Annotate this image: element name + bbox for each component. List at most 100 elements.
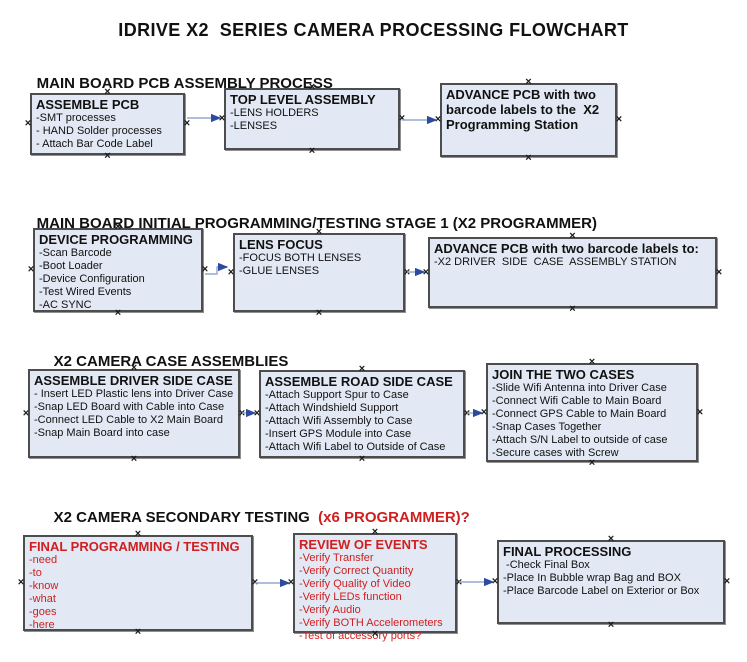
box-item: -need [29, 554, 58, 566]
box-item-list: - Insert LED Plastic lens into Driver Ca… [34, 388, 234, 440]
box-item: -Slide Wifi Antenna into Driver Case [492, 382, 667, 394]
box-item: -Verify Audio [299, 604, 361, 616]
box-item: -know [29, 580, 59, 592]
box-item: -Scan Barcode [39, 247, 112, 259]
flow-box-join-the-two-cases[interactable]: JOIN THE TWO CASES -Slide Wifi Antenna i… [481, 357, 703, 469]
anchor-handle-icon: × [588, 457, 596, 469]
box-item: -SMT processes [36, 112, 116, 124]
anchor-handle-icon: × [227, 266, 235, 278]
box-item: -Verify Transfer [299, 552, 374, 564]
anchor-handle-icon: × [588, 356, 596, 368]
box-item: -Snap LED Board with Cable into Case [34, 401, 225, 413]
box-title: ADVANCE PCB with two barcode labels to t… [446, 87, 603, 132]
anchor-handle-icon: × [398, 112, 406, 125]
flow-box-review-of-events[interactable]: REVIEW OF EVENTS -Verify Transfer -Verify… [288, 527, 462, 643]
anchor-handle-icon: × [104, 150, 111, 162]
box-item-list: -LENS HOLDERS-LENSES [230, 107, 394, 133]
anchor-handle-icon: × [238, 407, 246, 419]
box-title: ASSEMBLE PCB [36, 97, 140, 112]
box-title: TOP LEVEL ASSEMBLY [230, 92, 376, 107]
section-heading-secondary-testing: X2 CAMERA SECONDARY TESTING (x6 PROGRAMM… [37, 492, 470, 543]
box-item: -LENS HOLDERS [230, 107, 319, 119]
box-item: -Verify Quality of Video [299, 578, 411, 590]
box-item: -Boot Loader [39, 260, 103, 272]
anchor-handle-icon: × [218, 112, 226, 125]
box-item-list: -Slide Wifi Antenna into Driver Case-Con… [492, 382, 692, 460]
section-heading-pcb-assembly: MAIN BOARD PCB ASSEMBLY PROCESS [20, 58, 333, 109]
box-title: DEVICE PROGRAMMING [39, 232, 193, 247]
anchor-handle-icon: × [27, 263, 35, 276]
box-item: - Attach Bar Code Label [36, 138, 153, 150]
box-item: -Verify LEDs function [299, 591, 402, 603]
anchor-handle-icon: × [715, 266, 723, 278]
section-heading-text: MAIN BOARD INITIAL PROGRAMMING/TESTING S… [36, 215, 597, 232]
box-title: FINAL PROGRAMMING / TESTING [29, 539, 240, 554]
box-item: -Check Final Box [503, 559, 590, 571]
flow-box-lens-focus[interactable]: LENS FOCUS -FOCUS BOTH LENSES-GLUE LENSE… [228, 227, 410, 319]
flow-box-advance-pcb-case-assembly[interactable]: ADVANCE PCB with two barcode labels to: … [423, 231, 722, 315]
anchor-handle-icon: × [22, 407, 30, 419]
box-item: -Attach S/N Label to outside of case [492, 434, 668, 446]
box-title: LENS FOCUS [239, 237, 323, 252]
anchor-handle-icon: × [723, 575, 731, 588]
section-heading-text: MAIN BOARD PCB ASSEMBLY PROCESS [36, 75, 333, 92]
anchor-handle-icon: × [696, 406, 704, 418]
box-item-list: -FOCUS BOTH LENSES-GLUE LENSES [239, 252, 399, 278]
anchor-handle-icon: × [17, 576, 25, 589]
anchor-handle-icon: × [201, 263, 209, 276]
box-title: FINAL PROCESSING [503, 544, 632, 559]
box-item: -Place Barcode Label on Exterior or Box [503, 585, 700, 597]
flow-box-final-programming-testing[interactable]: FINAL PROGRAMMING / TESTING -need-to-kno… [18, 529, 258, 638]
anchor-handle-icon: × [24, 117, 32, 130]
box-item: -to [29, 567, 42, 579]
section-heading-red-text: (x6 PROGRAMMER)? [318, 509, 470, 526]
flow-box-assemble-driver-side-case[interactable]: ASSEMBLE DRIVER SIDE CASE - Insert LED P… [23, 363, 245, 465]
anchor-handle-icon: × [615, 113, 623, 126]
anchor-handle-icon: × [358, 363, 366, 375]
flow-box-final-processing[interactable]: FINAL PROCESSING -Check Final Box-Place … [492, 534, 730, 631]
box-item-list: -need-to-know-what-goes-here [29, 554, 247, 632]
anchor-handle-icon: × [607, 533, 615, 545]
box-item: -Device Configuration [39, 273, 145, 285]
anchor-handle-icon: × [480, 406, 488, 418]
box-item: -Insert GPS Module into Case [265, 428, 412, 440]
box-item: -goes [29, 606, 57, 618]
anchor-handle-icon: × [130, 453, 138, 465]
box-item-list: -Attach Support Spur to Case-Attach Wind… [265, 389, 459, 454]
box-item: -Secure cases with Screw [492, 447, 619, 459]
box-title: ASSEMBLE DRIVER SIDE CASE [34, 373, 233, 388]
box-item: - Insert LED Plastic lens into Driver Ca… [34, 388, 234, 400]
box-item: -Attach Wifi Assembly to Case [265, 415, 413, 427]
anchor-handle-icon: × [434, 113, 442, 126]
anchor-handle-icon: × [525, 152, 532, 164]
box-item-list: -Scan Barcode-Boot Loader-Device Configu… [39, 247, 197, 312]
anchor-handle-icon: × [308, 145, 316, 157]
box-item: -Attach Support Spur to Case [265, 389, 409, 401]
flow-box-assemble-pcb[interactable]: ASSEMBLE PCB -SMT processes- HAND Solder… [25, 87, 190, 162]
anchor-handle-icon: × [358, 453, 366, 465]
box-item-list: -X2 DRIVER SIDE CASE ASSEMBLY STATION [434, 256, 711, 269]
flow-box-advance-pcb-programming-station[interactable]: ADVANCE PCB with two barcode labels to t… [435, 77, 622, 164]
box-item: -Attach Windshield Support [265, 402, 399, 414]
box-item: -Test of accessory ports? [299, 630, 422, 642]
box-item: - HAND Solder processes [36, 125, 162, 137]
box-item: -Verify BOTH Accelerometers [299, 617, 443, 629]
flow-box-top-level-assembly[interactable]: TOP LEVEL ASSEMBLY -LENS HOLDERS-LENSES … [219, 82, 405, 157]
box-title: ADVANCE PCB with two barcode labels to: [434, 241, 699, 256]
flow-box-device-programming[interactable]: DEVICE PROGRAMMING -Scan Barcode-Boot Lo… [28, 222, 208, 319]
box-item: -Connect Wifi Cable to Main Board [492, 395, 662, 407]
flow-box-assemble-road-side-case[interactable]: ASSEMBLE ROAD SIDE CASE -Attach Support … [254, 364, 470, 465]
anchor-handle-icon: × [463, 407, 471, 420]
box-item: -here [29, 619, 55, 631]
box-item: -what [29, 593, 56, 605]
box-item: -Snap Main Board into case [34, 427, 170, 439]
anchor-handle-icon: × [607, 619, 615, 631]
box-item: -Connect GPS Cable to Main Board [492, 408, 667, 420]
box-item: -Snap Cases Together [492, 421, 602, 433]
box-title: REVIEW OF EVENTS [299, 537, 428, 552]
anchor-handle-icon: × [315, 307, 323, 319]
anchor-handle-icon: × [253, 407, 261, 420]
box-item: -X2 DRIVER SIDE CASE ASSEMBLY STATION [434, 256, 677, 268]
box-item-list: -Check Final Box-Place In Bubble wrap Ba… [503, 559, 719, 598]
